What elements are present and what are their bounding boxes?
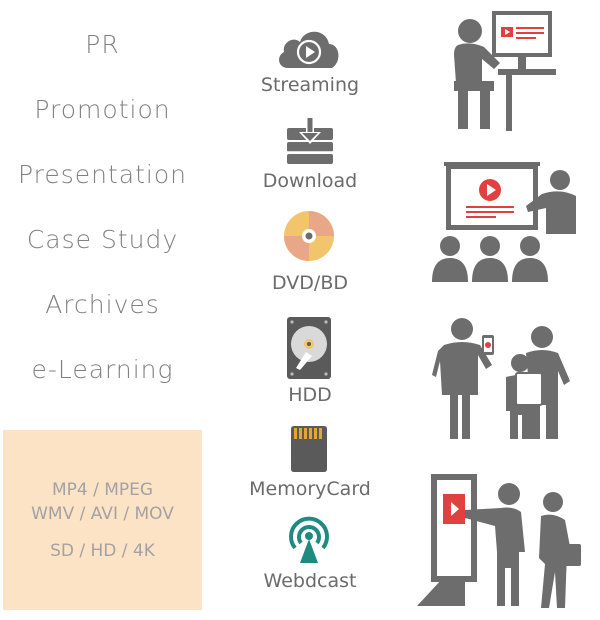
media-label-webcast: Webdcast <box>263 570 357 592</box>
use-case-case-study: Case Study <box>26 225 179 254</box>
use-case-promotion: Promotion <box>34 95 171 124</box>
use-case-pr: PR <box>85 30 120 59</box>
hard-drive-icon <box>287 317 331 379</box>
kiosk-illustration <box>417 474 581 608</box>
person-at-computer-illustration <box>454 11 556 131</box>
format-line-1: MP4 / MPEG <box>51 480 154 500</box>
broadcast-icon <box>289 516 329 563</box>
media-label-dvd-bd: DVD/BD <box>272 272 348 294</box>
use-case-archives: Archives <box>45 290 160 319</box>
disc-icon <box>284 211 334 261</box>
media-label-download: Download <box>262 170 358 192</box>
download-tray-icon <box>287 118 333 164</box>
presentation-illustration <box>432 162 576 282</box>
format-line-2: WMV / AVI / MOV <box>31 504 174 524</box>
media-label-streaming: Streaming <box>260 74 360 96</box>
media-label-hdd: HDD <box>288 384 332 406</box>
use-case-e-learning: e-Learning <box>31 355 174 384</box>
people-with-devices-illustration <box>432 318 570 439</box>
cloud-play-icon <box>279 31 339 68</box>
media-label-memory-card: MemoryCard <box>249 478 371 500</box>
format-box: MP4 / MPEG WMV / AVI / MOV SD / HD / 4K <box>3 430 202 610</box>
format-line-3: SD / HD / 4K <box>50 541 155 561</box>
use-case-presentation: Presentation <box>17 160 187 189</box>
memory-card-icon <box>291 426 327 472</box>
